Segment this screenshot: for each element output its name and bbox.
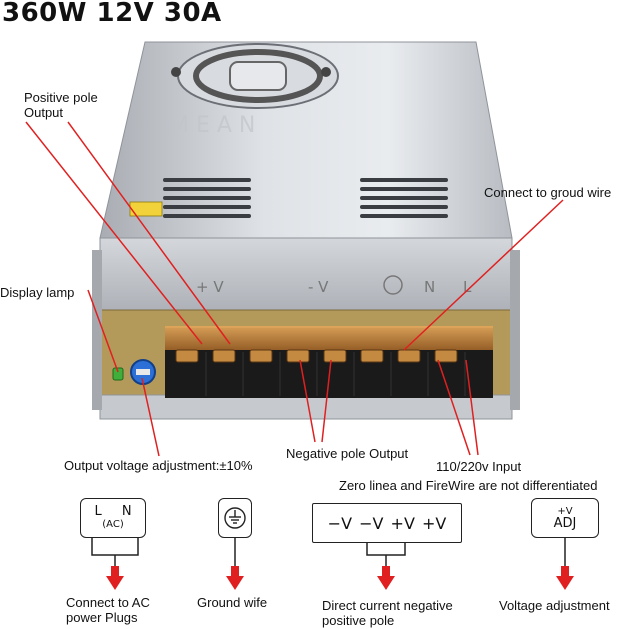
ac-input-symbol: L N (AC) bbox=[80, 498, 146, 538]
input-110-220-label: 110/220v Input bbox=[436, 459, 522, 474]
svg-text:M E A N: M E A N bbox=[170, 113, 255, 138]
voltage-adjustment-label: Voltage adjustment bbox=[499, 598, 610, 613]
warning-sticker bbox=[129, 201, 163, 217]
vent-slots-left bbox=[163, 178, 251, 218]
svg-text:+ V: + V bbox=[196, 278, 224, 296]
terminal-screws bbox=[175, 349, 458, 363]
voltage-potentiometer bbox=[130, 359, 156, 385]
svg-text:L: L bbox=[463, 278, 472, 296]
negative-pole-output-label: Negative pole Output bbox=[286, 446, 409, 461]
casing-front bbox=[99, 237, 513, 311]
display-lamp-led bbox=[112, 367, 124, 381]
product-title: 360W 12V 30A bbox=[2, 0, 222, 28]
display-lamp-label: Display lamp bbox=[0, 285, 75, 300]
ac-ln-text: L N bbox=[94, 504, 140, 519]
positive-pole-output-label: Positive pole Output bbox=[24, 90, 98, 120]
zero-line-note-label: Zero linea and FireWire are not differen… bbox=[339, 478, 598, 493]
ac-text: (AC) bbox=[102, 519, 124, 530]
ground-wife-label: Ground wife bbox=[197, 595, 268, 610]
ac-power-plugs-label: Connect to AC power Plugs bbox=[66, 595, 150, 625]
ground-symbol bbox=[218, 498, 252, 538]
red-arrows bbox=[106, 566, 574, 590]
svg-text:- V: - V bbox=[308, 278, 329, 296]
fan-grille bbox=[171, 43, 339, 109]
adj-text: ADJ bbox=[553, 515, 577, 531]
dc-output-symbol: −V −V +V +V bbox=[312, 503, 462, 543]
connect-ground-wire-label: Connect to groud wire bbox=[484, 185, 612, 200]
adj-plus-v-text: +V bbox=[557, 505, 573, 517]
voltage-adjust-symbol: +V ADJ bbox=[531, 498, 599, 538]
svg-text:N: N bbox=[424, 278, 435, 296]
output-voltage-adjustment-label: Output voltage adjustment:±10% bbox=[64, 458, 253, 473]
ground-icon bbox=[224, 507, 246, 529]
dc-negative-positive-label: Direct current negative positive pole bbox=[322, 598, 453, 628]
vent-slots-right bbox=[360, 178, 448, 218]
